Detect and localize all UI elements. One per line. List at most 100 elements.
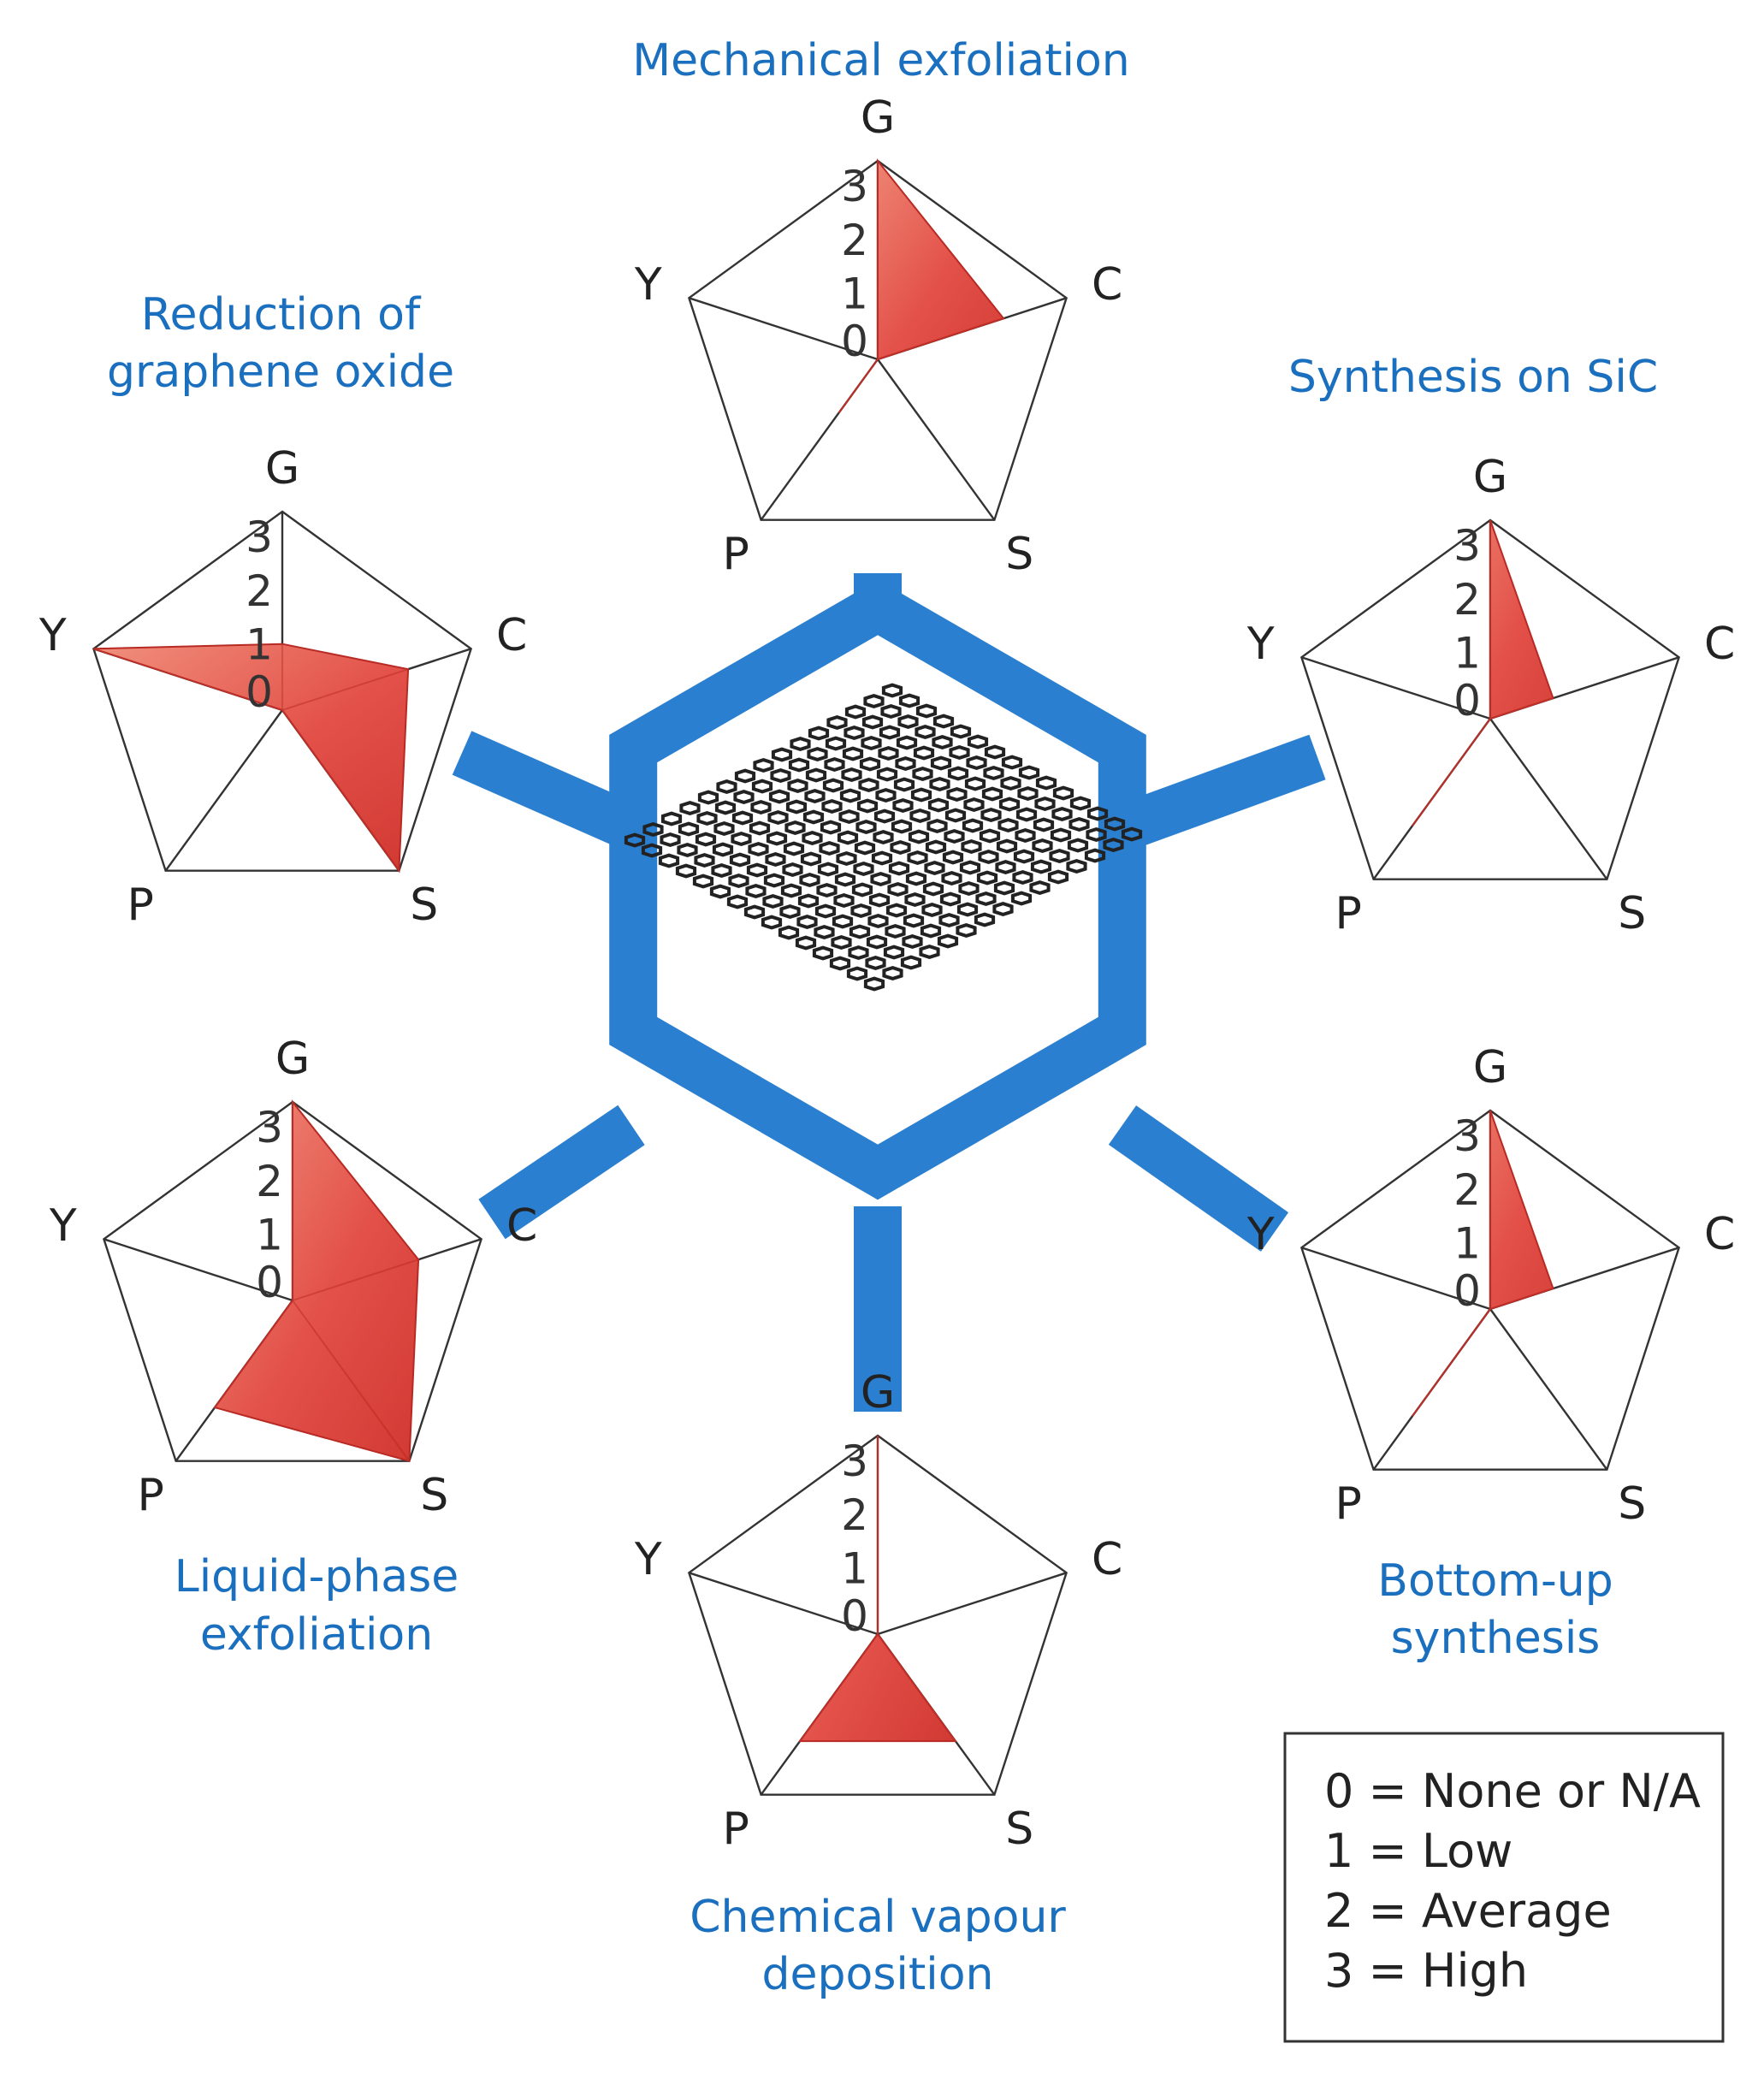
radar-chart-4: 012 3 G C S P Y xyxy=(49,1034,537,1521)
axis-label-C: C xyxy=(1092,1534,1122,1585)
radar-facet-line xyxy=(1412,718,1491,826)
tick-label: 2 xyxy=(841,1490,868,1540)
axis-label-Y: Y xyxy=(38,610,67,661)
radar-spoke xyxy=(689,1572,879,1636)
chart-title: synthesis xyxy=(1391,1613,1601,1664)
tick-label: 0 xyxy=(841,1591,868,1641)
radar-spoke xyxy=(1301,1247,1491,1311)
tick-label: 0 xyxy=(1453,676,1481,726)
radar-facet-line xyxy=(1412,1308,1491,1417)
chart-title: Liquid-phase xyxy=(175,1551,459,1602)
radar-charts: 0123GCSPY0123GCSPY0123GCSPY0123GCSPY0123… xyxy=(38,35,1735,2000)
axis-label-Y: Y xyxy=(1246,619,1275,670)
axis-label-C: C xyxy=(1704,619,1735,670)
radar-facet-line xyxy=(281,668,409,711)
legend-item: 0 = None or N/A xyxy=(1324,1764,1701,1818)
axis-label-G: G xyxy=(861,92,895,144)
radar-spoke xyxy=(1489,718,1608,880)
axis-label-P: P xyxy=(138,1470,164,1521)
radar-facet-line xyxy=(1489,1288,1554,1310)
axis-label-P: P xyxy=(1335,888,1362,939)
hexagon-connector-frame xyxy=(452,573,1326,1412)
axis-label-P: P xyxy=(127,880,154,931)
tick-label: 0 xyxy=(256,1258,283,1307)
radar-spoke xyxy=(164,709,283,872)
axis-label-G: G xyxy=(861,1367,895,1419)
radar-facet-line xyxy=(214,1300,293,1408)
radar-facet-line xyxy=(877,317,1004,360)
axis-label-P: P xyxy=(723,529,749,580)
radar-spoke xyxy=(877,358,996,521)
tick-label: 2 xyxy=(1453,1165,1481,1215)
axis-label-S: S xyxy=(420,1470,448,1521)
axis-label-Y: Y xyxy=(634,259,662,311)
tick-label: 1 xyxy=(1453,628,1481,678)
axis-label-P: P xyxy=(723,1804,749,1855)
radar-facet-line xyxy=(838,358,879,413)
axis-label-P: P xyxy=(1335,1478,1362,1530)
axis-label-C: C xyxy=(1704,1209,1735,1260)
chart-title: Mechanical exfoliation xyxy=(632,35,1129,86)
connector-arm-6 xyxy=(1108,1105,1289,1252)
tick-label: 2 xyxy=(841,216,868,265)
tick-label: 1 xyxy=(246,619,273,669)
tick-label: 3 xyxy=(841,162,868,211)
tick-label: 2 xyxy=(256,1157,283,1206)
axis-label-G: G xyxy=(1473,1042,1507,1093)
axis-label-C: C xyxy=(506,1200,537,1252)
axis-label-C: C xyxy=(496,610,527,661)
radar-facet-line xyxy=(281,709,400,872)
tick-label: 3 xyxy=(256,1103,283,1152)
radar-facet-line xyxy=(877,1633,956,1742)
tick-label: 3 xyxy=(841,1436,868,1486)
tick-label: 3 xyxy=(1453,1111,1481,1161)
tick-label: 1 xyxy=(1453,1218,1481,1268)
legend-item: 2 = Average xyxy=(1324,1884,1612,1938)
radar-spoke xyxy=(1489,1308,1608,1471)
radar-spoke xyxy=(1301,656,1491,720)
radar-spoke xyxy=(104,1238,293,1302)
axis-label-G: G xyxy=(1473,452,1507,503)
tick-label: 3 xyxy=(246,512,273,562)
axis-label-S: S xyxy=(1618,888,1646,939)
graphene-sheet-icon xyxy=(624,683,1143,992)
axis-label-S: S xyxy=(1618,1478,1646,1530)
legend-box: 0 = None or N/A 1 = Low 2 = Average 3 = Hig… xyxy=(1283,1732,1725,2043)
tick-label: 2 xyxy=(246,566,273,616)
chart-title: Synthesis on SiC xyxy=(1288,352,1658,403)
tick-label: 3 xyxy=(1453,521,1481,571)
axis-label-G: G xyxy=(265,443,299,495)
tick-label: 0 xyxy=(841,317,868,366)
tick-label: 0 xyxy=(1453,1266,1481,1316)
chart-title: Chemical vapour xyxy=(690,1892,1066,1943)
chart-title: graphene oxide xyxy=(107,346,454,398)
connector-arm-4 xyxy=(1114,734,1326,851)
tick-label: 1 xyxy=(256,1210,283,1259)
connector-arm-5 xyxy=(478,1105,645,1240)
tick-label: 0 xyxy=(246,667,273,717)
axis-label-Y: Y xyxy=(49,1200,77,1252)
radar-facet-line xyxy=(292,1300,410,1462)
connector-arm-3 xyxy=(452,731,643,850)
tick-label: 1 xyxy=(841,1543,868,1593)
chart-title: exfoliation xyxy=(200,1609,433,1661)
radar-facet-line xyxy=(1489,697,1554,720)
axis-label-Y: Y xyxy=(634,1534,662,1585)
radar-spoke xyxy=(689,297,879,361)
axis-label-C: C xyxy=(1092,259,1122,311)
legend-item: 1 = Low xyxy=(1324,1824,1512,1878)
axis-label-G: G xyxy=(275,1034,310,1085)
radar-facet-line xyxy=(93,648,283,711)
chart-title: deposition xyxy=(762,1949,994,2000)
legend-frame xyxy=(1283,1732,1725,2043)
axis-label-S: S xyxy=(1005,1804,1033,1855)
legend-item: 3 = High xyxy=(1324,1944,1528,1998)
chart-title: Reduction of xyxy=(141,289,422,341)
tick-label: 2 xyxy=(1453,575,1481,625)
